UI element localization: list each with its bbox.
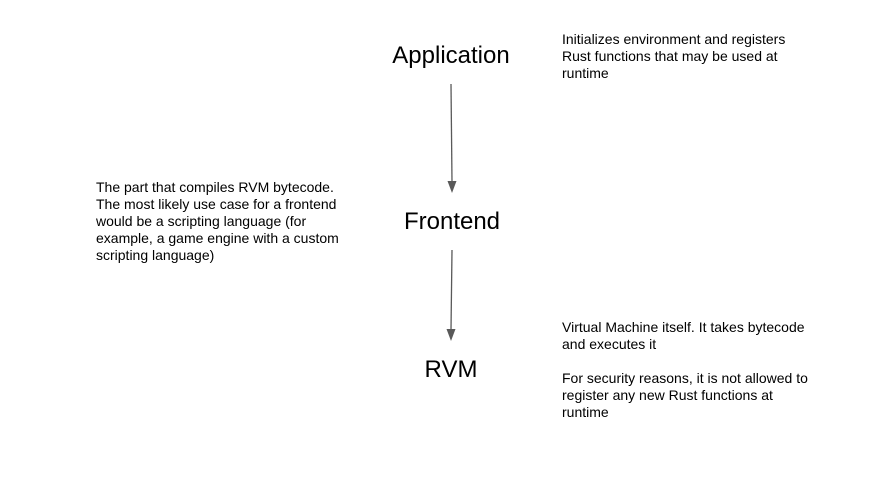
note-frontend: The part that compiles RVM bytecode. The… [96, 179, 339, 263]
arrow-frontend-to-rvm [446, 249, 456, 341]
node-frontend: Frontend [403, 208, 501, 235]
node-rvm: RVM [424, 356, 478, 383]
note-rvm: Virtual Machine itself. It takes bytecod… [562, 319, 808, 420]
arrow-application-to-frontend [447, 83, 457, 193]
note-application: Initializes environment and registers Ru… [562, 31, 786, 81]
node-application: Application [392, 42, 510, 69]
